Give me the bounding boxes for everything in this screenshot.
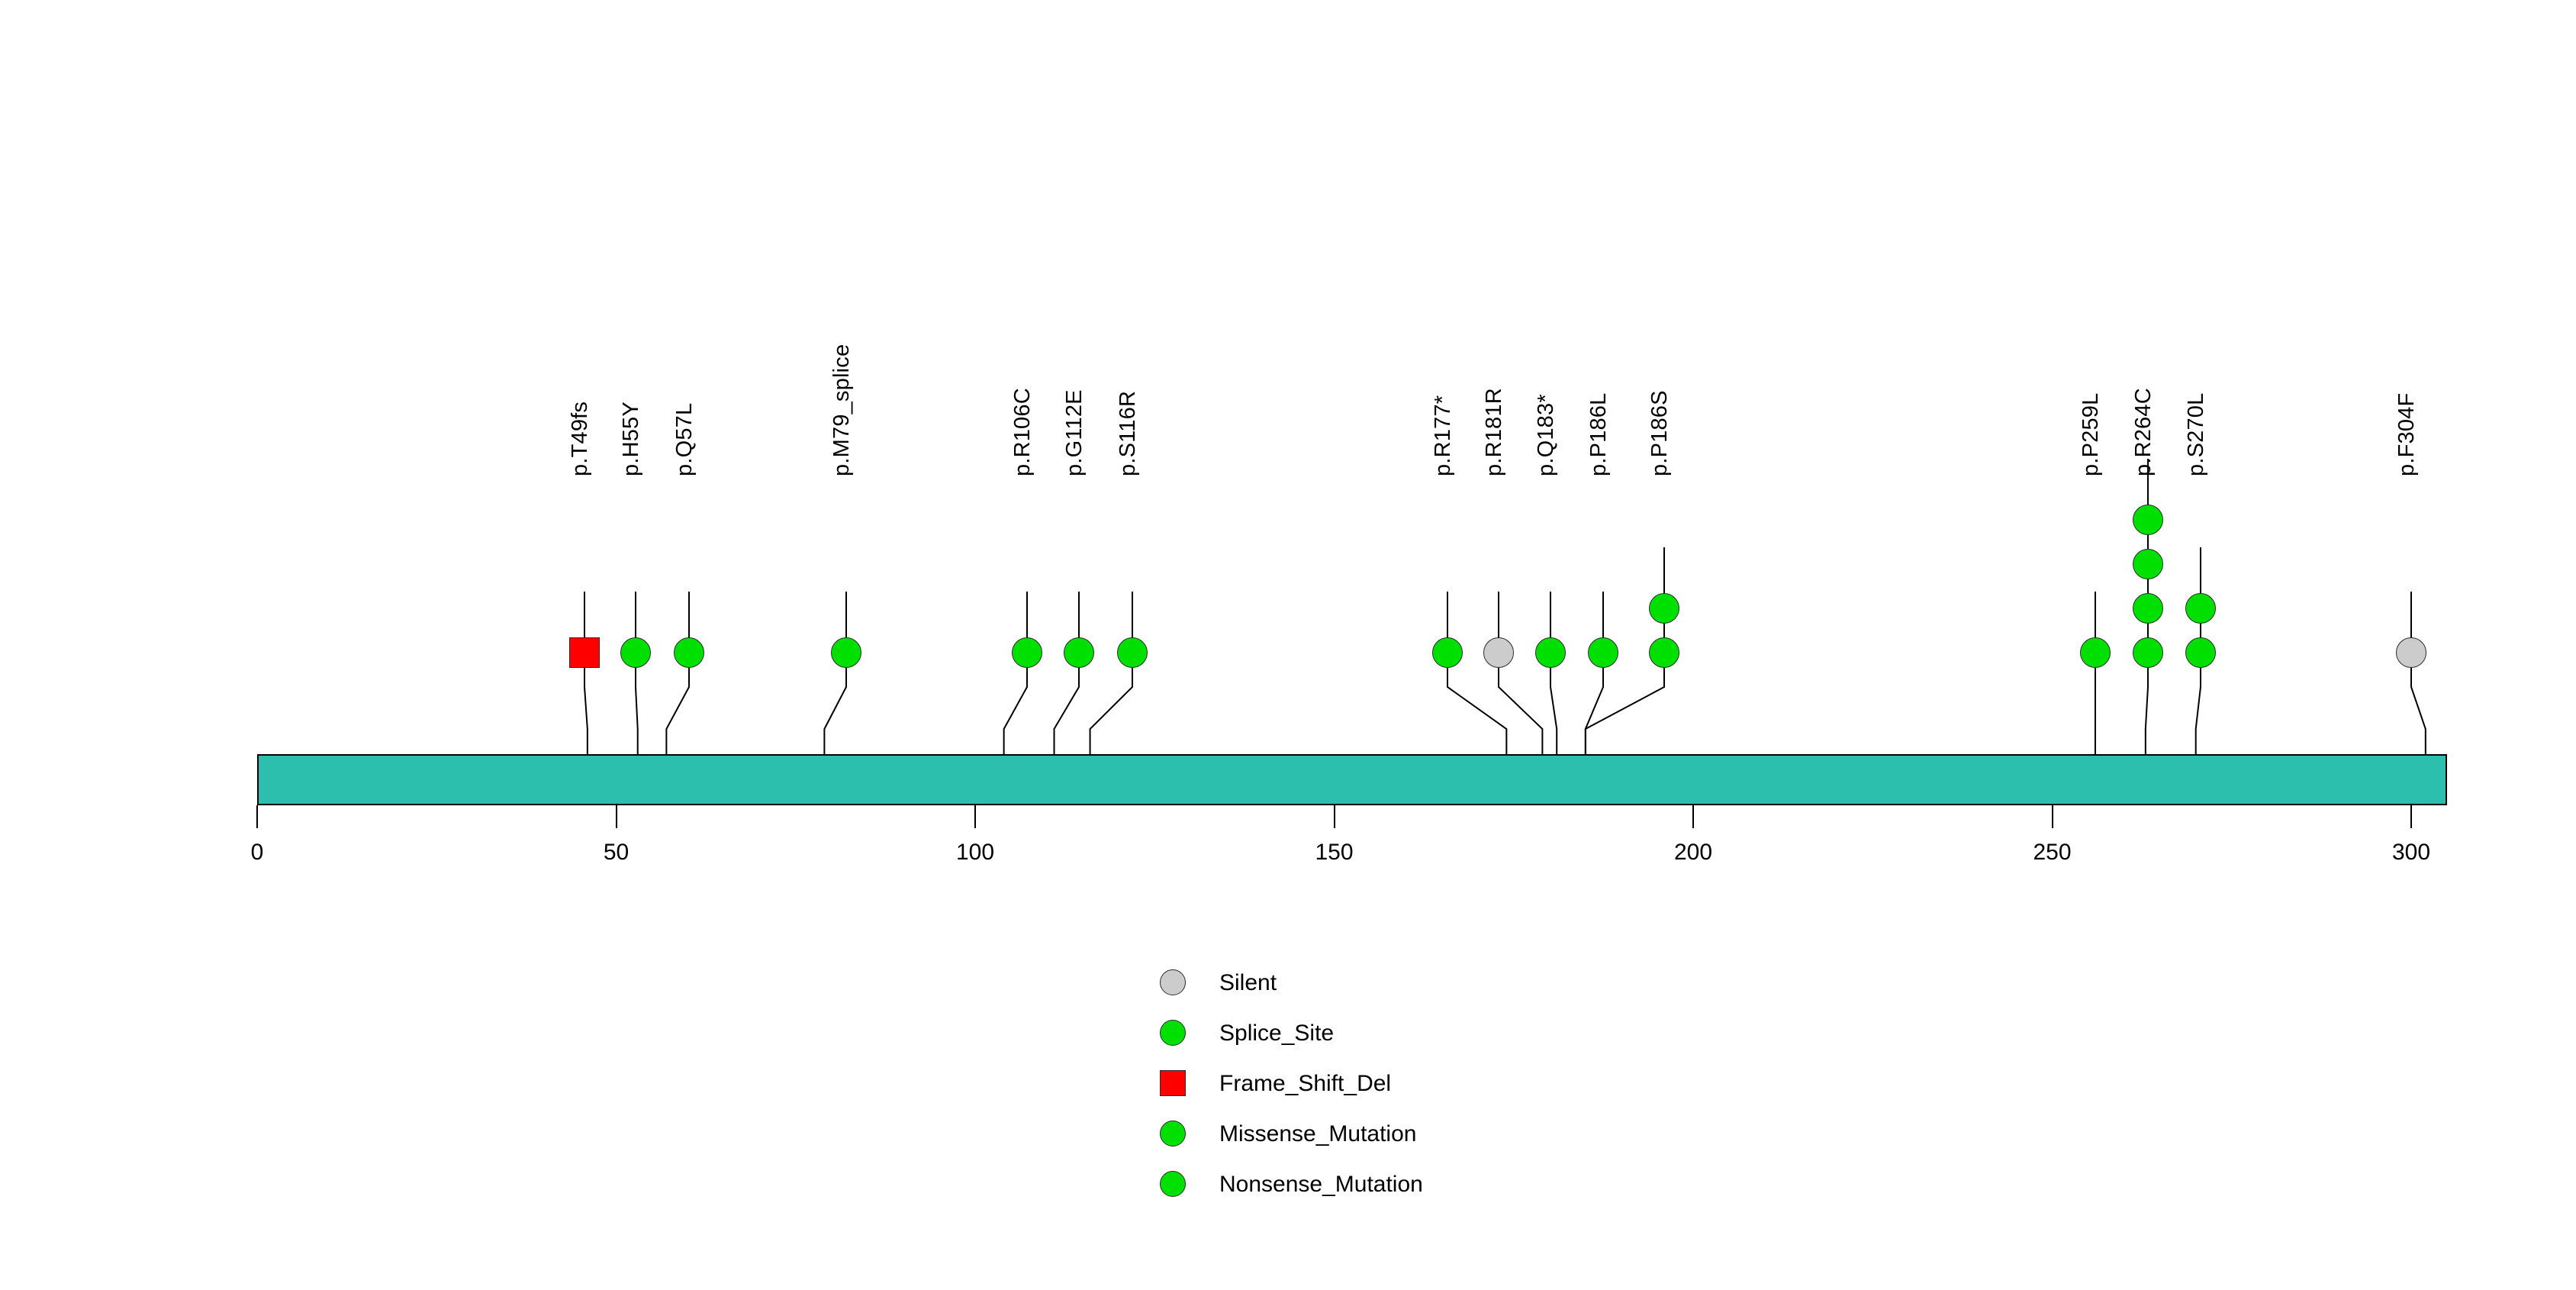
axis-tick	[974, 805, 976, 828]
axis-tick	[2051, 805, 2053, 828]
axis-tick	[1333, 805, 1335, 828]
mutation-label: p.T49fs	[568, 401, 592, 476]
axis-tick-label: 250	[2033, 840, 2072, 865]
axis-tick-label: 100	[955, 840, 995, 865]
mutation-label: p.S270L	[2184, 392, 2208, 476]
legend-swatch	[1160, 1121, 1186, 1146]
mutation-label: p.P186S	[1647, 390, 1672, 476]
axis-tick-label: 50	[603, 840, 630, 865]
legend-swatch	[1160, 1171, 1186, 1197]
mutation-marker[interactable]	[2080, 637, 2111, 668]
mutation-marker[interactable]	[620, 637, 651, 668]
legend-label: Missense_Mutation	[1219, 1121, 1417, 1146]
mutation-marker[interactable]	[1064, 637, 1094, 668]
legend-swatch	[1160, 969, 1186, 995]
legend-label: Nonsense_Mutation	[1219, 1172, 1423, 1197]
mutation-marker[interactable]	[674, 637, 704, 668]
mutation-marker[interactable]	[2133, 505, 2163, 535]
mutation-marker[interactable]	[2185, 593, 2216, 624]
mutation-label: p.P186L	[1586, 392, 1611, 476]
axis-tick-label: 300	[2391, 840, 2431, 865]
mutation-label: p.R264C	[2131, 388, 2156, 476]
mutation-label: p.R177*	[1431, 395, 1455, 476]
mutation-label: p.P259L	[2079, 392, 2103, 476]
mutation-label: p.F304F	[2394, 392, 2419, 476]
mutation-label: p.H55Y	[619, 402, 643, 476]
mutation-marker[interactable]	[1432, 637, 1463, 668]
axis-tick	[256, 805, 258, 828]
legend-label: Frame_Shift_Del	[1219, 1071, 1392, 1096]
mutation-label: p.Q183*	[1534, 394, 1558, 476]
mutation-label: p.R181R	[1482, 388, 1506, 476]
mutation-marker[interactable]	[1117, 637, 1148, 668]
axis-tick	[1692, 805, 1694, 828]
mutation-marker[interactable]	[569, 637, 600, 668]
mutation-label: p.M79_splice	[829, 343, 854, 476]
mutation-label: p.Q57L	[672, 402, 697, 476]
mutation-marker[interactable]	[2185, 637, 2216, 668]
mutation-marker[interactable]	[1483, 637, 1514, 668]
axis-tick-label: 200	[1673, 840, 1713, 865]
axis-tick-label: 0	[250, 840, 264, 865]
mutation-marker[interactable]	[2133, 549, 2163, 579]
mutation-marker[interactable]	[1535, 637, 1566, 668]
mutation-marker[interactable]	[2133, 637, 2163, 668]
legend-label: Splice_Site	[1219, 1021, 1335, 1046]
legend-swatch	[1160, 1070, 1186, 1096]
mutation-marker[interactable]	[1588, 637, 1618, 668]
mutation-marker[interactable]	[2133, 593, 2163, 624]
axis-tick	[615, 805, 617, 828]
mutation-label: p.R106C	[1010, 388, 1035, 476]
mutation-marker[interactable]	[831, 637, 861, 668]
mutation-marker[interactable]	[1649, 637, 1679, 668]
axis-tick	[2410, 805, 2412, 828]
legend-swatch	[1160, 1020, 1186, 1046]
mutation-label: p.S116R	[1116, 390, 1140, 476]
legend-label: Silent	[1219, 970, 1277, 995]
mutation-label: p.G112E	[1062, 389, 1087, 476]
axis-tick-label: 150	[1315, 840, 1354, 865]
mutation-marker[interactable]	[2396, 637, 2426, 668]
protein-domain-bar	[257, 754, 2447, 805]
mutation-marker[interactable]	[1649, 593, 1679, 624]
mutation-marker[interactable]	[1012, 637, 1042, 668]
